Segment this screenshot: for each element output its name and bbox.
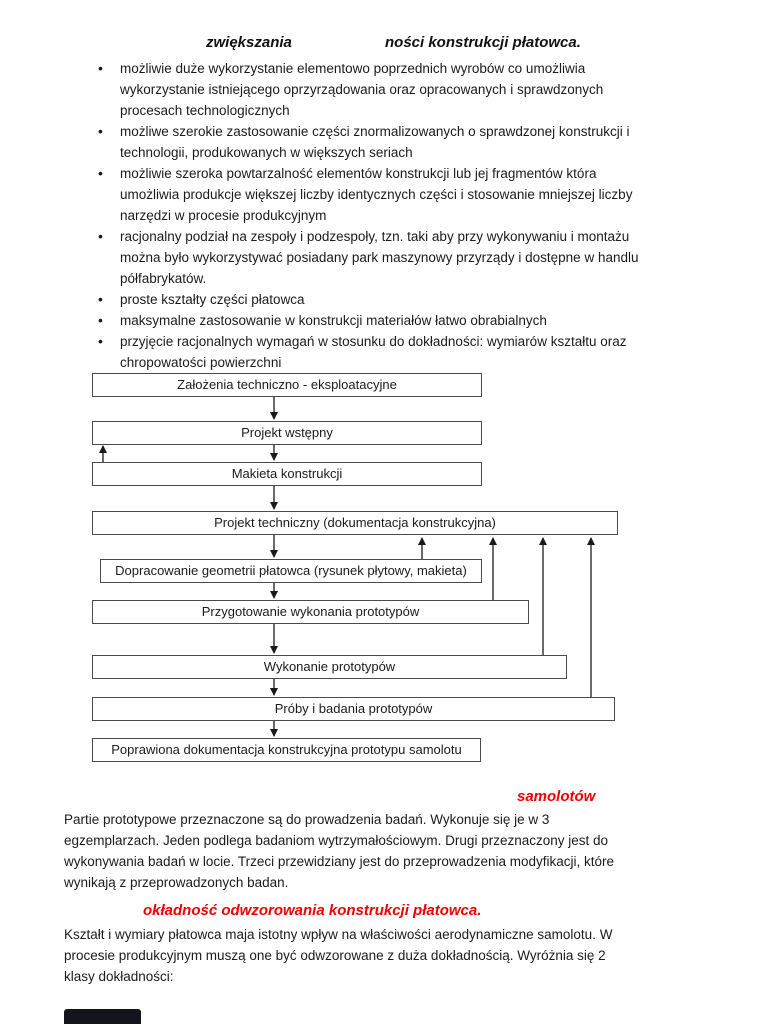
bullet-item: maksymalne zastosowanie w konstrukcji ma… bbox=[96, 310, 696, 331]
flowchart-box-projekt-techniczny: Projekt techniczny (dokumentacja konstru… bbox=[92, 511, 618, 535]
footer-bar bbox=[64, 1009, 141, 1024]
bullet-item: możliwie szeroka powtarzalność elementów… bbox=[96, 163, 696, 226]
bullet-item: proste kształty części płatowca bbox=[96, 289, 696, 310]
bullet-list: możliwie duże wykorzystanie elementowo p… bbox=[96, 58, 696, 373]
flowchart-box-poprawiona: Poprawiona dokumentacja konstrukcyjna pr… bbox=[92, 738, 481, 762]
heading-samolotow: samolotów bbox=[517, 788, 596, 805]
bullet-item: przyjęcie racjonalnych wymagań w stosunk… bbox=[96, 331, 696, 373]
flowchart-box-wykonanie: Wykonanie prototypów bbox=[92, 655, 567, 679]
flowchart-box-przygotowanie: Przygotowanie wykonania prototypów bbox=[92, 600, 529, 624]
heading-okladnosc: okładność odwzorowania konstrukcji płato… bbox=[143, 902, 482, 919]
prototypes-paragraph: Partie prototypowe przeznaczone są do pr… bbox=[64, 812, 615, 890]
bullet-item: możliwe szerokie zastosowanie części zno… bbox=[96, 121, 696, 163]
bullet-item: możliwie duże wykorzystanie elementowo p… bbox=[96, 58, 696, 121]
flowchart-box-zalozenia: Założenia techniczno - eksploatacyjne bbox=[92, 373, 482, 397]
bullet-item: racjonalny podział na zespoły i podzespo… bbox=[96, 226, 696, 289]
accuracy-paragraph: Kształt i wymiary płatowca maja istotny … bbox=[64, 927, 613, 984]
flowchart-box-dopracowanie: Dopracowanie geometrii płatowca (rysunek… bbox=[100, 559, 482, 583]
page-title-fragment-right: ności konstrukcji płatowca. bbox=[385, 34, 581, 51]
flowchart-box-makieta: Makieta konstrukcji bbox=[92, 462, 482, 486]
flowchart-box-projekt-wstepny: Projekt wstępny bbox=[92, 421, 482, 445]
flowchart-box-proby: Próby i badania prototypów bbox=[92, 697, 615, 721]
page-title-fragment-left: zwiększania bbox=[206, 34, 292, 51]
